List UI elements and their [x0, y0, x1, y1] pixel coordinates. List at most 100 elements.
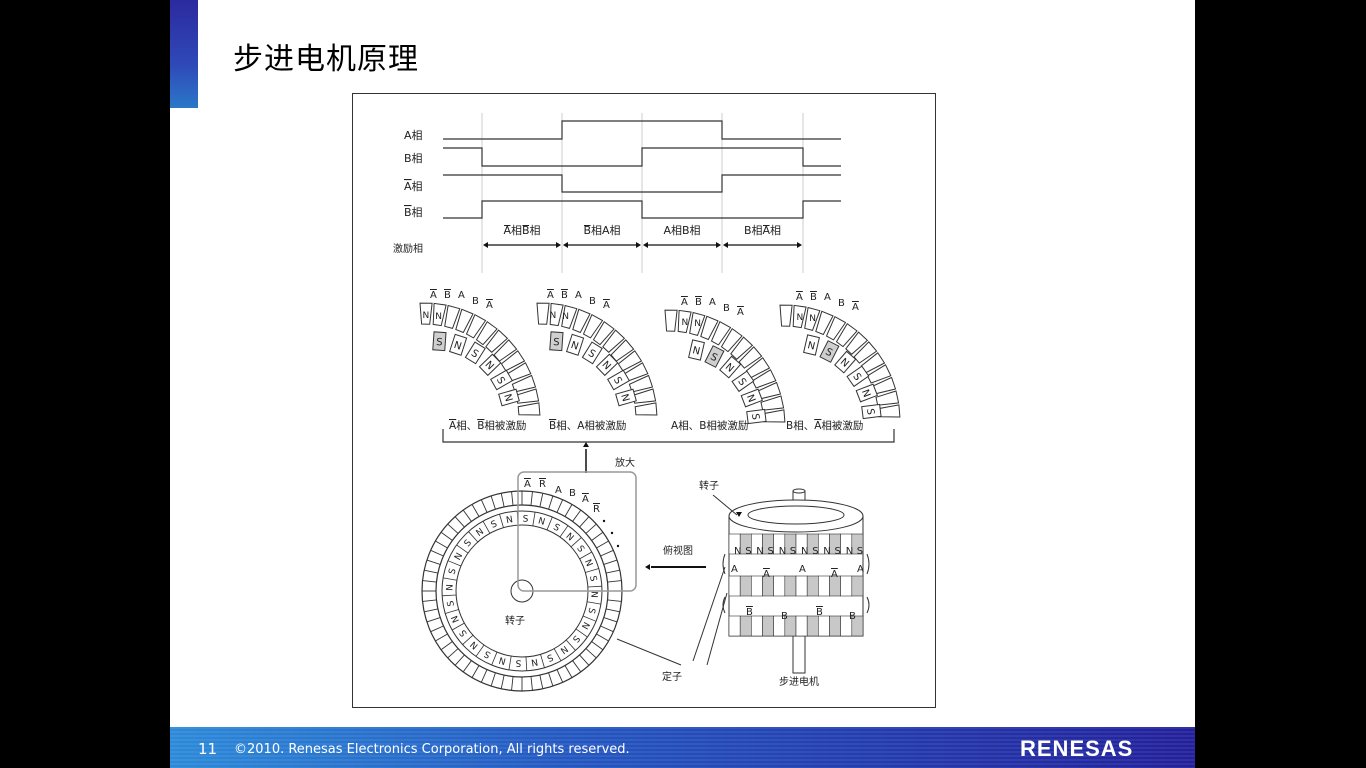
rotor-tooth-body [855, 383, 878, 403]
label-part: B [404, 152, 412, 165]
motor-rotor-label: 转子 [699, 479, 719, 492]
stator-band-right [866, 596, 870, 614]
rotor-ring-pole: N [558, 643, 569, 655]
rotor-tooth-body [595, 353, 619, 377]
motor-tooth-stripe [851, 615, 864, 637]
rotor-slot [579, 551, 593, 560]
label-part: A [404, 180, 412, 193]
label-part: A [547, 290, 554, 301]
ring-phase-label: A [555, 485, 562, 496]
motor-rotor-pole: S [812, 546, 818, 557]
rotor-ring-pole: S [585, 606, 596, 614]
stator-slot [579, 516, 590, 528]
stator-phase-label: B [810, 292, 817, 303]
label-part: 相、 [556, 419, 577, 432]
motor-stator-a: A [763, 569, 770, 580]
rotor-pole-label: N [569, 340, 580, 353]
stator-slot [606, 569, 620, 574]
rotor-slot [587, 601, 601, 605]
signal-b [443, 147, 841, 167]
arc-caption: B相、A相被激励 [786, 419, 863, 432]
rotor-ring-pole: N [475, 527, 486, 539]
shaft-bottom [792, 630, 806, 674]
rotor-pole-label: N [501, 393, 514, 403]
stator-tooth [632, 388, 657, 404]
motor-tooth-stripe [851, 575, 864, 597]
label-part: 相 [412, 180, 423, 193]
stator-phase-label: A [575, 290, 582, 301]
rotor-slot [540, 654, 545, 668]
rotor-pole-label: N [691, 345, 701, 357]
rotor-tooth: N [834, 350, 857, 374]
label-part: B [472, 296, 479, 307]
stator-pole-label: N [681, 318, 688, 328]
rotor-tooth-body [565, 333, 585, 356]
stator-tooth [536, 302, 550, 325]
label-part: B [569, 488, 576, 499]
stator-tooth [432, 302, 447, 327]
motor-stator-a: A [731, 564, 738, 575]
stator-tooth [710, 320, 732, 346]
stator-tooth [730, 336, 754, 360]
label-part: B [561, 290, 568, 301]
label-part: A [486, 300, 493, 311]
stator-tooth [465, 313, 487, 339]
stator-pole-label: N [549, 311, 556, 321]
motor-top-inner [747, 505, 845, 525]
rotor-slot [525, 656, 528, 671]
ring-phase-label: R [539, 479, 546, 490]
label-part: B [723, 303, 730, 314]
signal-a [443, 120, 841, 140]
rotor-tooth: S [581, 341, 603, 365]
rotor-tooth: N [803, 334, 820, 356]
stator-slot [606, 608, 620, 613]
stator-slot [607, 580, 622, 583]
stator-slot [539, 493, 544, 507]
rotor-slot [445, 609, 459, 614]
stator-slot [426, 617, 441, 623]
stator-slot [462, 660, 472, 673]
arrow-head [483, 242, 488, 248]
rotor-ring-pole: N [450, 614, 462, 624]
stator-slot [556, 499, 564, 513]
label-part: R [539, 479, 546, 490]
rotor-slot [475, 644, 485, 657]
accent-bar [170, 0, 198, 108]
rotor-tooth: N [478, 353, 502, 377]
label-part: B [838, 298, 845, 309]
stator-pole-label: N [796, 313, 803, 323]
motor-tooth-stripe [750, 575, 763, 597]
stator-slot [422, 580, 437, 583]
stator-tooth [804, 306, 821, 332]
renesas-logo: RENESAS [1020, 736, 1134, 761]
rotor-slot [532, 512, 536, 526]
stator-tooth [738, 346, 763, 369]
stator-tooth [700, 315, 719, 341]
rotor-tooth-body [731, 370, 755, 393]
stator-tooth [664, 309, 678, 332]
rotor-ring-pole: S [545, 651, 554, 663]
rotor-pole-label: N [618, 393, 631, 403]
stator-slot [422, 599, 437, 602]
arrow-head [643, 242, 648, 248]
arrow-head [636, 242, 641, 248]
stator-slot [426, 559, 441, 565]
motor-tooth-stripe [773, 575, 786, 597]
arc-caption: B相、A相被激励 [549, 419, 626, 432]
rotor-ring-pole: S [448, 567, 459, 575]
rotor-pole-label: S [749, 413, 761, 421]
stator-tooth [877, 404, 901, 418]
motor-tooth-stripe [795, 575, 808, 597]
rotor-ring-pole: N [505, 515, 513, 526]
label-part: B [695, 297, 702, 308]
rotor-ring-pole: N [563, 531, 575, 543]
rotor-tooth-body [740, 388, 763, 408]
arrow-head [583, 442, 589, 447]
stator-phase-label: A [737, 307, 744, 318]
stator-slot [490, 495, 496, 510]
rotor-slot [491, 651, 498, 666]
stator-phase-label: B [561, 290, 568, 301]
rotor-tooth: N [740, 388, 763, 408]
